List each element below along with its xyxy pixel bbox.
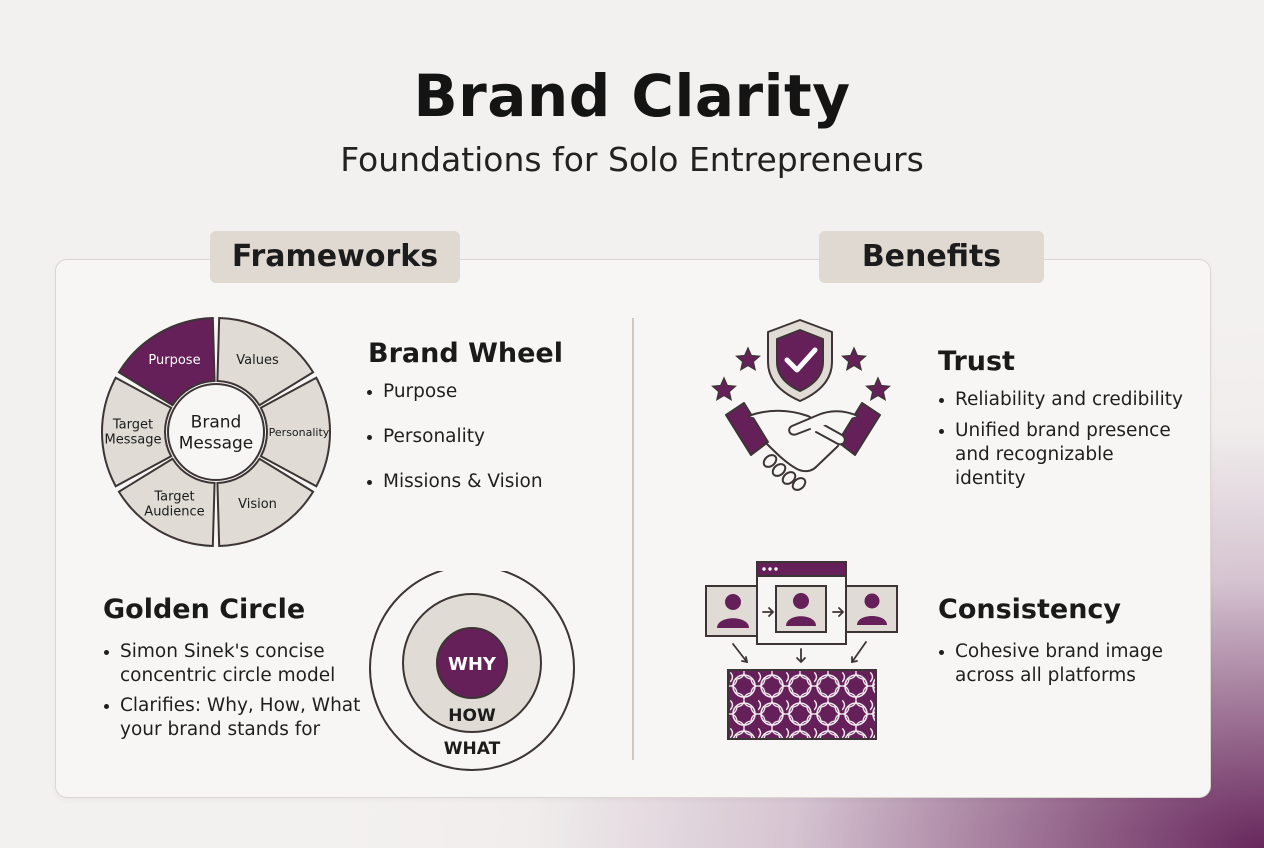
wheel-center-label: Brand (191, 413, 242, 433)
wheel-segment (117, 317, 216, 407)
wheel-segment-label: Purpose (148, 353, 200, 368)
left-profile-window (705, 585, 762, 637)
golden-circle-how-label: HOW (448, 706, 496, 726)
page-title: Brand Clarity (413, 62, 851, 130)
golden-circle-inner-ring (436, 627, 508, 699)
bullet-item: Reliability and credibility (938, 388, 1188, 412)
bullet-item: Simon Sinek's concise concentric circle … (103, 640, 363, 688)
bullet-item: Clarifies: Why, How, What your brand sta… (103, 694, 363, 742)
bullet-item: Cohesive brand image across all platform… (938, 640, 1178, 688)
golden-circle-what-label: WHAT (444, 739, 501, 759)
wheel-segment-label: Personality (269, 426, 330, 439)
wheel-segment (101, 376, 173, 488)
trust-heading: Trust (938, 346, 1015, 377)
golden-circle-diagram: WHY HOW WHAT (369, 571, 575, 771)
consistency-heading: Consistency (938, 594, 1122, 625)
right-profile-window (845, 585, 898, 633)
wheel-center (167, 383, 265, 481)
wheel-segment (216, 457, 315, 547)
checkmark-icon (784, 347, 818, 373)
bullet-item: Unified brand presence and recognizable … (938, 419, 1188, 491)
wheel-segment-label: Target (112, 418, 153, 433)
brand-wheel-heading: Brand Wheel (368, 338, 563, 369)
consistency-bullets: Cohesive brand image across all platform… (938, 640, 1178, 688)
column-divider (632, 318, 634, 760)
arrow-icons (732, 607, 867, 664)
frameworks-tab-label: Frameworks (210, 231, 460, 283)
brand-pattern-icon (727, 669, 877, 740)
wheel-segment (216, 317, 315, 407)
profile-windows-pattern-icon (705, 561, 898, 740)
benefits-tab-label: Benefits (819, 231, 1044, 283)
wheel-segment (259, 376, 331, 488)
golden-circle-bullets: Simon Sinek's concise concentric circle … (103, 640, 363, 748)
center-profile-window (756, 561, 847, 645)
wheel-center-label: Message (179, 434, 254, 454)
wheel-segment (117, 457, 216, 547)
handshake-icon (725, 402, 881, 491)
wheel-segment-label: Audience (144, 504, 204, 519)
star-icons (711, 346, 891, 402)
wheel-segment-label: Target (153, 489, 194, 504)
page-subtitle: Foundations for Solo Entrepreneurs (340, 140, 924, 179)
wheel-segment-label: Vision (238, 497, 277, 512)
wheel-segment-label: Message (105, 433, 162, 448)
bullet-item: Purpose (366, 380, 606, 404)
shield-handshake-icon (711, 319, 891, 491)
golden-circle-heading: Golden Circle (103, 594, 306, 625)
golden-circle-why-label: WHY (448, 654, 497, 675)
bullet-item: Personality (366, 425, 606, 449)
wheel-segment-label: Values (236, 353, 279, 368)
bullet-item: Missions & Vision (366, 470, 606, 494)
